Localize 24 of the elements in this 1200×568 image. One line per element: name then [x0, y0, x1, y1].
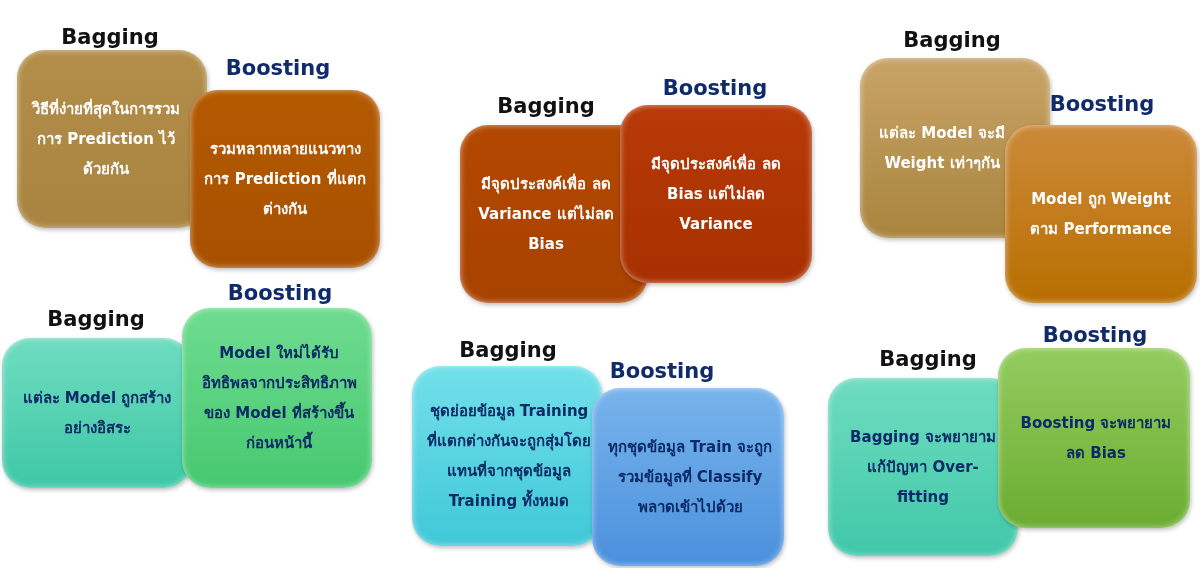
- heading: Bagging: [459, 337, 557, 363]
- body-text: ทุกชุดข้อมูล Train จะถูกรวมข้อมูลที่ Classify พลาดเข้าไปด้วย: [606, 437, 774, 518]
- heading: Boosting: [609, 358, 715, 384]
- heading: Boosting: [1042, 322, 1148, 348]
- body-text: มีจุดประสงค์เพื่อ ลด Variance แต่ไม่ลด Bias: [477, 172, 615, 255]
- body-text: วิธีที่ง่ายที่สุดในการรวมการ Prediction ไว้ด้วยกัน: [31, 97, 181, 180]
- body-text: ชุดย่อยข้อมูล Training ที่แตกต่างกันจะถูกสุ่มโดยแทนที่จากชุดข้อมูล Training ทั้งหมด: [426, 401, 592, 512]
- heading: Boosting: [1049, 91, 1155, 117]
- heading: Bagging: [879, 346, 977, 372]
- body-text: Model ถูก Weight ตาม Performance: [1029, 189, 1173, 240]
- body-text: แต่ละ Model ถูกสร้างอย่างอิสระ: [21, 388, 173, 439]
- body-text: แต่ละ Model จะมี Weight เท่าๆกัน: [878, 123, 1006, 174]
- heading: Bagging: [47, 306, 145, 332]
- heading: Bagging: [497, 93, 595, 119]
- heading: Boosting: [662, 75, 768, 101]
- body-text: มีจุดประสงค์เพื่อ ลด Bias แต่ไม่ลด Variance: [650, 152, 782, 235]
- body-text: Model ใหม่ได้รับอิทธิพลจากประสิทธิภาพของ Model ที่สร้างขึ้นก่อนหน้านี้: [200, 342, 358, 454]
- heading: Boosting: [227, 280, 333, 306]
- body-text: Bagging จะพยายามแก้ปัญหา Over-fitting: [849, 427, 997, 508]
- body-text: Boosting จะพยายามลด Bias: [1019, 413, 1173, 464]
- heading: Bagging: [903, 27, 1001, 53]
- heading: Bagging: [61, 24, 159, 50]
- body-text: รวมหลากหลายแนวทางการ Prediction ที่แตกต่างกัน: [204, 139, 366, 220]
- heading: Boosting: [225, 55, 331, 81]
